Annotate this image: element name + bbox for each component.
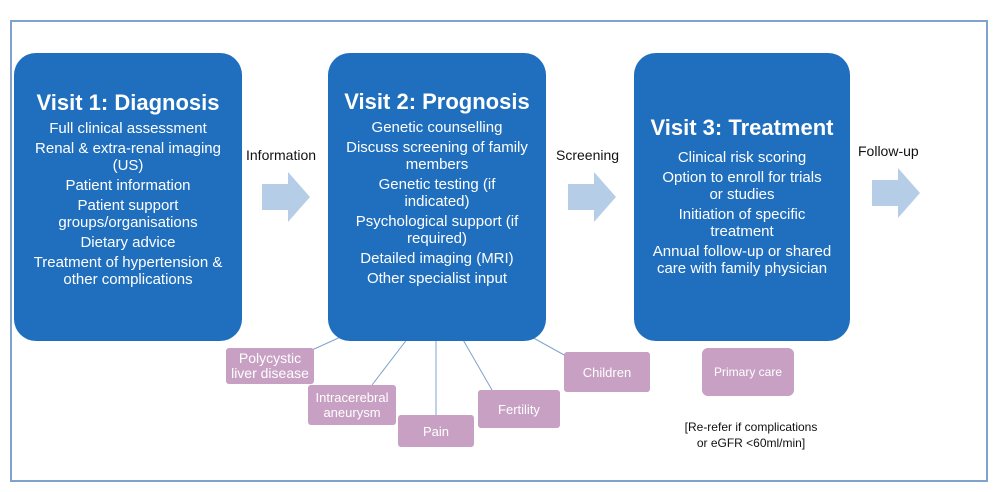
visit-3-item: Clinical risk scoring xyxy=(677,149,807,166)
visit-2-title: Visit 2: Prognosis xyxy=(344,89,530,114)
visit-2-item: Genetic counselling xyxy=(371,119,503,136)
visit-1-item: Full clinical assessment xyxy=(49,120,207,137)
specialist-box-liver: Polycystic liver disease xyxy=(226,348,314,384)
visit-3-item: Annual follow-up or shared care with fam… xyxy=(652,243,832,277)
arrow-label-screening: Screening xyxy=(556,147,620,163)
visit-3-item: Initiation of specific treatment xyxy=(678,206,806,240)
arrow-label-follow-up: Follow-up xyxy=(858,143,919,159)
primary-care-box: Primary care xyxy=(702,348,794,396)
arrow-right-icon xyxy=(568,172,616,222)
visit-3-title: Visit 3: Treatment xyxy=(650,115,834,140)
visit-2-box: Visit 2: Prognosis Genetic counselling D… xyxy=(328,53,546,341)
visit-1-box: Visit 1: Diagnosis Full clinical assessm… xyxy=(14,53,242,341)
specialist-label: Children xyxy=(582,364,632,380)
visit-1-item: Patient support groups/organisations xyxy=(58,197,198,231)
specialist-label: Fertility xyxy=(498,401,540,417)
visit-1-item: Treatment of hypertension & other compli… xyxy=(33,254,223,288)
visit-2-item: Discuss screening of family members xyxy=(346,139,528,173)
visit-1-item: Dietary advice xyxy=(80,234,176,251)
specialist-box-fertility: Fertility xyxy=(478,390,560,428)
diagram-frame xyxy=(10,20,988,482)
connector-line-aneurysm xyxy=(371,337,409,386)
rerefer-note-line: or eGFR <60ml/min] xyxy=(696,436,806,450)
specialist-box-aneurysm: Intracerebral aneurysm xyxy=(308,385,396,425)
specialist-label: Intracerebral aneurysm xyxy=(315,390,389,420)
specialist-box-children: Children xyxy=(564,352,650,392)
rerefer-note-line: [Re-refer if complications xyxy=(684,420,818,434)
visit-2-item: Detailed imaging (MRI) xyxy=(360,250,514,267)
visit-2-item: Other specialist input xyxy=(366,270,508,287)
rerefer-note: [Re-refer if complications or eGFR <60ml… xyxy=(668,419,834,451)
arrow-label-information: Information xyxy=(246,147,317,163)
connector-line-children xyxy=(527,334,567,357)
visit-2-item: Psychological support (if required) xyxy=(355,213,519,247)
visit-3-box: Visit 3: Treatment Clinical risk scoring… xyxy=(634,53,850,341)
connector-line-fertility xyxy=(461,337,493,391)
visit-1-title: Visit 1: Diagnosis xyxy=(36,90,220,115)
primary-care-label: Primary care xyxy=(713,364,782,379)
specialist-label: Pain xyxy=(422,423,450,439)
arrow-right-icon xyxy=(262,172,310,222)
visit-2-item: Genetic testing (if indicated) xyxy=(378,176,496,210)
visit-1-item: Renal & extra-renal imaging (US) xyxy=(35,140,221,174)
visit-3-item: Option to enroll for trials or studies xyxy=(662,169,822,203)
specialist-label: Polycystic liver disease xyxy=(231,350,309,381)
visit-1-item: Patient information xyxy=(65,177,191,194)
specialist-box-pain: Pain xyxy=(398,415,474,447)
arrow-right-icon xyxy=(872,168,920,218)
